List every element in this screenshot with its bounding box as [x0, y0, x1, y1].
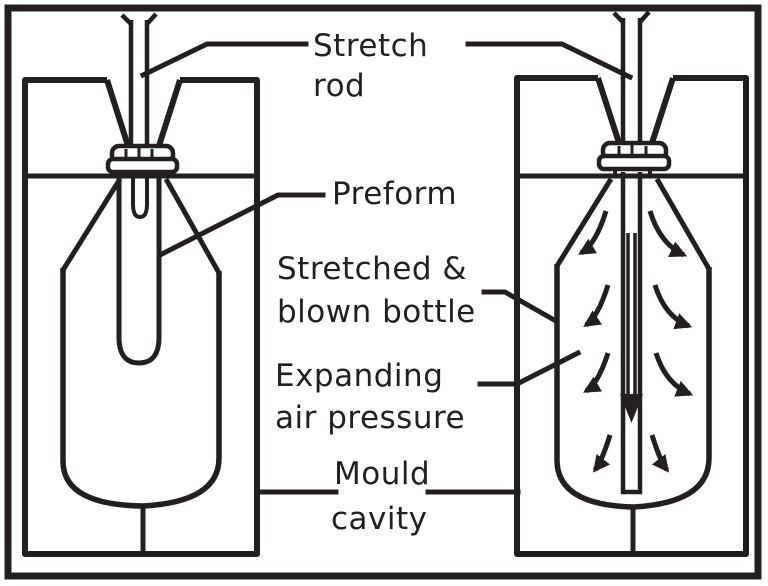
rod-right-upper	[620, 18, 643, 143]
outer-border	[4, 4, 762, 580]
left-cavity-shoulders	[60, 177, 222, 275]
rod-left-upper	[128, 20, 150, 147]
left-mould-funnel	[104, 79, 183, 150]
label-stretched-blown-line1: Stretched &	[277, 251, 467, 287]
blown-bottle-outline	[554, 264, 712, 510]
rod-down-arrow-head	[620, 394, 643, 423]
air-arrow-right-1	[647, 210, 688, 258]
air-arrow-left-2	[583, 284, 611, 328]
preform-shape	[116, 174, 162, 366]
stretch-rod-right	[612, 10, 651, 495]
flange-right-band	[596, 153, 672, 172]
preform-outline	[116, 174, 162, 366]
bottle-shoulders	[554, 177, 712, 271]
stretch-rod-left	[120, 12, 158, 220]
preform-neck-flange-right	[596, 140, 672, 172]
air-arrow-right-2	[652, 284, 693, 330]
air-arrow-left-3	[583, 352, 611, 394]
leader-stretch-rod-left	[139, 41, 309, 79]
flange-right-ticks	[617, 145, 648, 156]
left-cavity-outline	[60, 268, 222, 509]
label-mould-cavity-line1: Mould	[334, 456, 430, 492]
label-stretch-rod-line2: rod	[313, 68, 365, 104]
preform-neck-flange-left	[105, 143, 180, 175]
label-expanding-air-line1: Expanding	[275, 358, 443, 394]
flange-left-ticks	[124, 148, 154, 159]
label-stretched-blown-line2: blown bottle	[277, 294, 476, 330]
air-arrow-left-4	[592, 434, 613, 473]
leader-lines	[139, 41, 634, 495]
right-mould-funnel	[595, 77, 676, 147]
rod-left-tip	[131, 172, 149, 220]
air-arrow-left-1	[578, 210, 609, 256]
air-arrow-right-3	[653, 352, 694, 397]
air-pressure-arrows	[578, 210, 694, 473]
rod-down-arrow-shaft	[626, 233, 637, 394]
rod-right-top-cap	[612, 10, 651, 24]
leader-stretch-rod-right	[465, 41, 634, 81]
flange-left-band	[105, 156, 180, 175]
label-mould-cavity-line2: cavity	[331, 501, 428, 537]
left-mould	[22, 77, 260, 557]
rod-left-top-cap	[120, 12, 158, 26]
label-stretch-rod-line1: Stretch	[313, 28, 428, 64]
air-arrow-right-4	[649, 434, 670, 473]
leader-air-pressure	[477, 349, 582, 387]
rod-right-lower	[620, 172, 643, 495]
label-preform: Preform	[332, 176, 457, 212]
leader-blown-bottle	[481, 289, 560, 325]
labels: Stretch rod Preform Stretched & blown bo…	[275, 28, 476, 537]
label-expanding-air-line2: air pressure	[275, 400, 465, 436]
leader-preform	[156, 192, 326, 259]
